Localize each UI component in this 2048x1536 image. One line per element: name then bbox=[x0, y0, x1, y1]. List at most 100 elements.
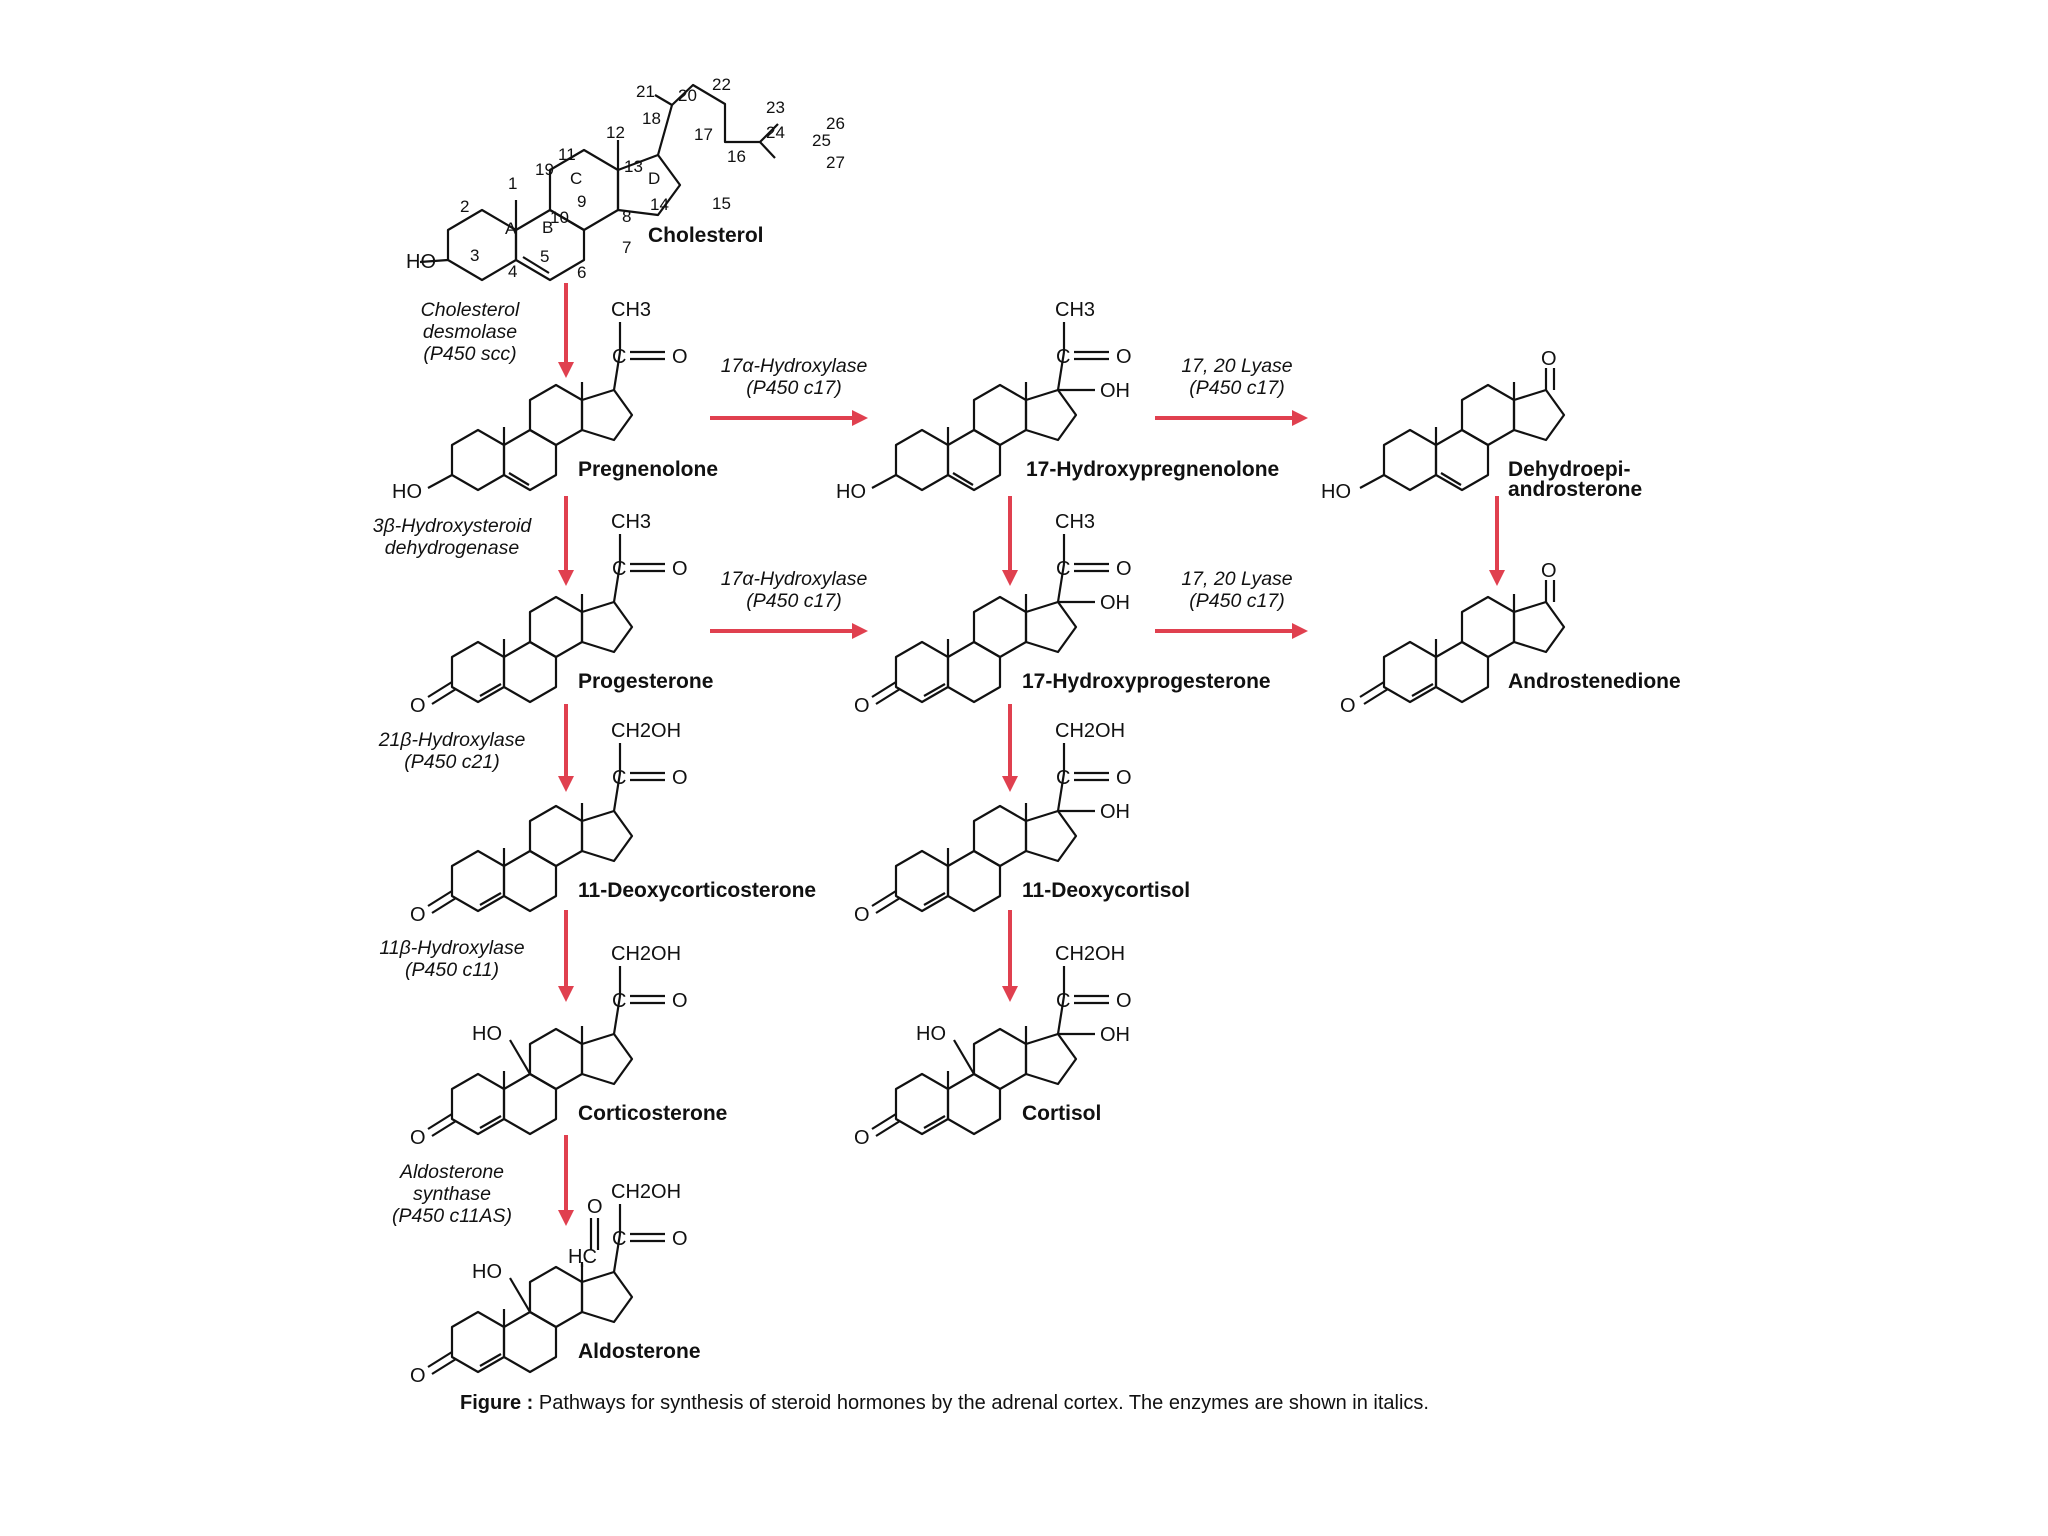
hydroxyprogesterone-label: 17-Hydroxyprogesterone bbox=[1022, 670, 1271, 693]
aldosterone-o: O bbox=[672, 1228, 688, 1250]
androstenedione-structure: O O Androstenedione bbox=[1340, 560, 1681, 717]
arrowhead bbox=[1292, 410, 1308, 426]
enzyme-desmolase-line2: desmolase bbox=[423, 321, 517, 343]
cortisol-oh: OH bbox=[1100, 1024, 1130, 1046]
enzyme-21-hydroxylase-line2: (P450 c21) bbox=[404, 751, 499, 773]
carbon-7: 7 bbox=[622, 238, 631, 257]
carbon-10: 10 bbox=[550, 208, 569, 227]
progesterone-label: Progesterone bbox=[578, 670, 713, 693]
deoxycorticosterone-o: O bbox=[672, 767, 688, 789]
carbon-16: 16 bbox=[727, 147, 746, 166]
aldosterone-ho: HO bbox=[472, 1261, 502, 1283]
dhea-ho: HO bbox=[1321, 481, 1351, 503]
aldosterone-aldehyde-o: O bbox=[587, 1196, 603, 1218]
corticosterone-ch2oh: CH2OH bbox=[611, 943, 681, 965]
deoxycortisol-structure: O CH2OH C O OH 11-Deoxycortisol bbox=[854, 720, 1190, 926]
progesterone-structure: O CH3 C O Progesterone bbox=[410, 511, 713, 717]
pregnenolone-label: Pregnenolone bbox=[578, 458, 718, 481]
cholesterol-structure: HO A B C D 1 2 3 4 5 6 7 8 9 10 11 12 13… bbox=[406, 75, 845, 282]
carbon-5: 5 bbox=[540, 247, 549, 266]
carbon-11: 11 bbox=[558, 145, 576, 164]
corticosterone-structure: O HO CH2OH C O Corticosterone bbox=[410, 943, 727, 1149]
enzyme-aldosterone-synthase-line1: Aldosterone bbox=[399, 1161, 504, 1183]
corticosterone-c: C bbox=[612, 990, 626, 1012]
arrowhead bbox=[1292, 623, 1308, 639]
ring-label-a: A bbox=[505, 219, 517, 238]
deoxycorticosterone-label: 11-Deoxycorticosterone bbox=[578, 879, 816, 902]
carbon-1: 1 bbox=[508, 174, 517, 193]
androstenedione-o: O bbox=[1541, 560, 1557, 582]
carbon-6: 6 bbox=[577, 263, 586, 282]
aldosterone-structure: O HO O HC CH2OH C O Aldosterone bbox=[410, 1181, 701, 1387]
arrowhead bbox=[558, 362, 574, 378]
progesterone-ch3: CH3 bbox=[611, 511, 651, 533]
pregnenolone-o: O bbox=[672, 346, 688, 368]
carbon-9: 9 bbox=[577, 192, 586, 211]
deoxycorticosterone-o3: O bbox=[410, 904, 426, 926]
aldosterone-c: C bbox=[612, 1228, 626, 1250]
corticosterone-o3: O bbox=[410, 1127, 426, 1149]
carbon-26: 26 bbox=[826, 114, 845, 133]
arrowhead bbox=[558, 1210, 574, 1226]
cholesterol-ho: HO bbox=[406, 251, 436, 273]
deoxycortisol-label: 11-Deoxycortisol bbox=[1022, 879, 1190, 902]
progesterone-o: O bbox=[672, 558, 688, 580]
carbon-15: 15 bbox=[712, 194, 731, 213]
enzyme-labels: Cholesterol desmolase (P450 scc) 3β-Hydr… bbox=[373, 299, 1293, 1227]
dhea-o: O bbox=[1541, 348, 1557, 370]
pregnenolone-structure: HO CH3 C O Pregnenolone bbox=[392, 299, 718, 503]
deoxycorticosterone-ch2oh: CH2OH bbox=[611, 720, 681, 742]
deoxycortisol-c: C bbox=[1056, 767, 1070, 789]
carbon-18: 18 bbox=[642, 109, 661, 128]
carbon-27: 27 bbox=[826, 153, 845, 172]
ring-label-c: C bbox=[570, 169, 582, 188]
progesterone-o3: O bbox=[410, 695, 426, 717]
ring-label-d: D bbox=[648, 169, 660, 188]
reaction-arrows bbox=[558, 283, 1505, 1226]
hydroxypregnenolone-label: 17-Hydroxypregnenolone bbox=[1026, 458, 1279, 481]
corticosterone-ho: HO bbox=[472, 1023, 502, 1045]
dhea-structure: HO O Dehydroepi- androsterone bbox=[1321, 348, 1642, 503]
enzyme-aldosterone-synthase-line2: synthase bbox=[413, 1183, 491, 1205]
enzyme-11-hydroxylase-line1: 11β-Hydroxylase bbox=[379, 937, 524, 959]
enzyme-17a-hydroxylase-1-line2: (P450 c17) bbox=[746, 377, 841, 399]
corticosterone-o: O bbox=[672, 990, 688, 1012]
enzyme-17a-hydroxylase-1-line1: 17α-Hydroxylase bbox=[721, 355, 868, 377]
enzyme-3b-hsd-line2: dehydrogenase bbox=[385, 537, 520, 559]
carbon-23: 23 bbox=[766, 98, 785, 117]
carbon-25: 25 bbox=[812, 131, 831, 150]
figure-caption: Figure : Pathways for synthesis of stero… bbox=[460, 1392, 1760, 1415]
pregnenolone-ho: HO bbox=[392, 481, 422, 503]
enzyme-21-hydroxylase-line1: 21β-Hydroxylase bbox=[378, 729, 526, 751]
progesterone-c: C bbox=[612, 558, 626, 580]
androstenedione-label: Androstenedione bbox=[1508, 670, 1681, 693]
carbon-4: 4 bbox=[508, 262, 517, 281]
pregnenolone-c: C bbox=[612, 346, 626, 368]
carbon-8: 8 bbox=[622, 207, 631, 226]
arrowhead bbox=[558, 986, 574, 1002]
arrowhead bbox=[1002, 776, 1018, 792]
carbon-14: 14 bbox=[650, 195, 669, 214]
arrowhead bbox=[1002, 570, 1018, 586]
aldosterone-label: Aldosterone bbox=[578, 1340, 701, 1363]
hydroxyprogesterone-ch3: CH3 bbox=[1055, 511, 1095, 533]
arrowhead bbox=[558, 570, 574, 586]
deoxycorticosterone-c: C bbox=[612, 767, 626, 789]
cortisol-structure: O HO CH2OH C O OH Cortisol bbox=[854, 943, 1132, 1149]
aldosterone-o3: O bbox=[410, 1365, 426, 1387]
enzyme-11-hydroxylase-line2: (P450 c11) bbox=[405, 959, 499, 981]
deoxycortisol-oh: OH bbox=[1100, 801, 1130, 823]
androstenedione-o3: O bbox=[1340, 695, 1356, 717]
cortisol-ho: HO bbox=[916, 1023, 946, 1045]
carbon-17: 17 bbox=[694, 125, 713, 144]
dhea-label-line2: androsterone bbox=[1508, 478, 1642, 501]
deoxycortisol-o: O bbox=[1116, 767, 1132, 789]
pregnenolone-ch3: CH3 bbox=[611, 299, 651, 321]
hydroxypregnenolone-ch3: CH3 bbox=[1055, 299, 1095, 321]
ring-label-b: B bbox=[542, 218, 553, 237]
cholesterol-label: Cholesterol bbox=[648, 224, 764, 247]
cortisol-c: C bbox=[1056, 990, 1070, 1012]
aldosterone-ch2oh: CH2OH bbox=[611, 1181, 681, 1203]
carbon-3: 3 bbox=[470, 246, 479, 265]
